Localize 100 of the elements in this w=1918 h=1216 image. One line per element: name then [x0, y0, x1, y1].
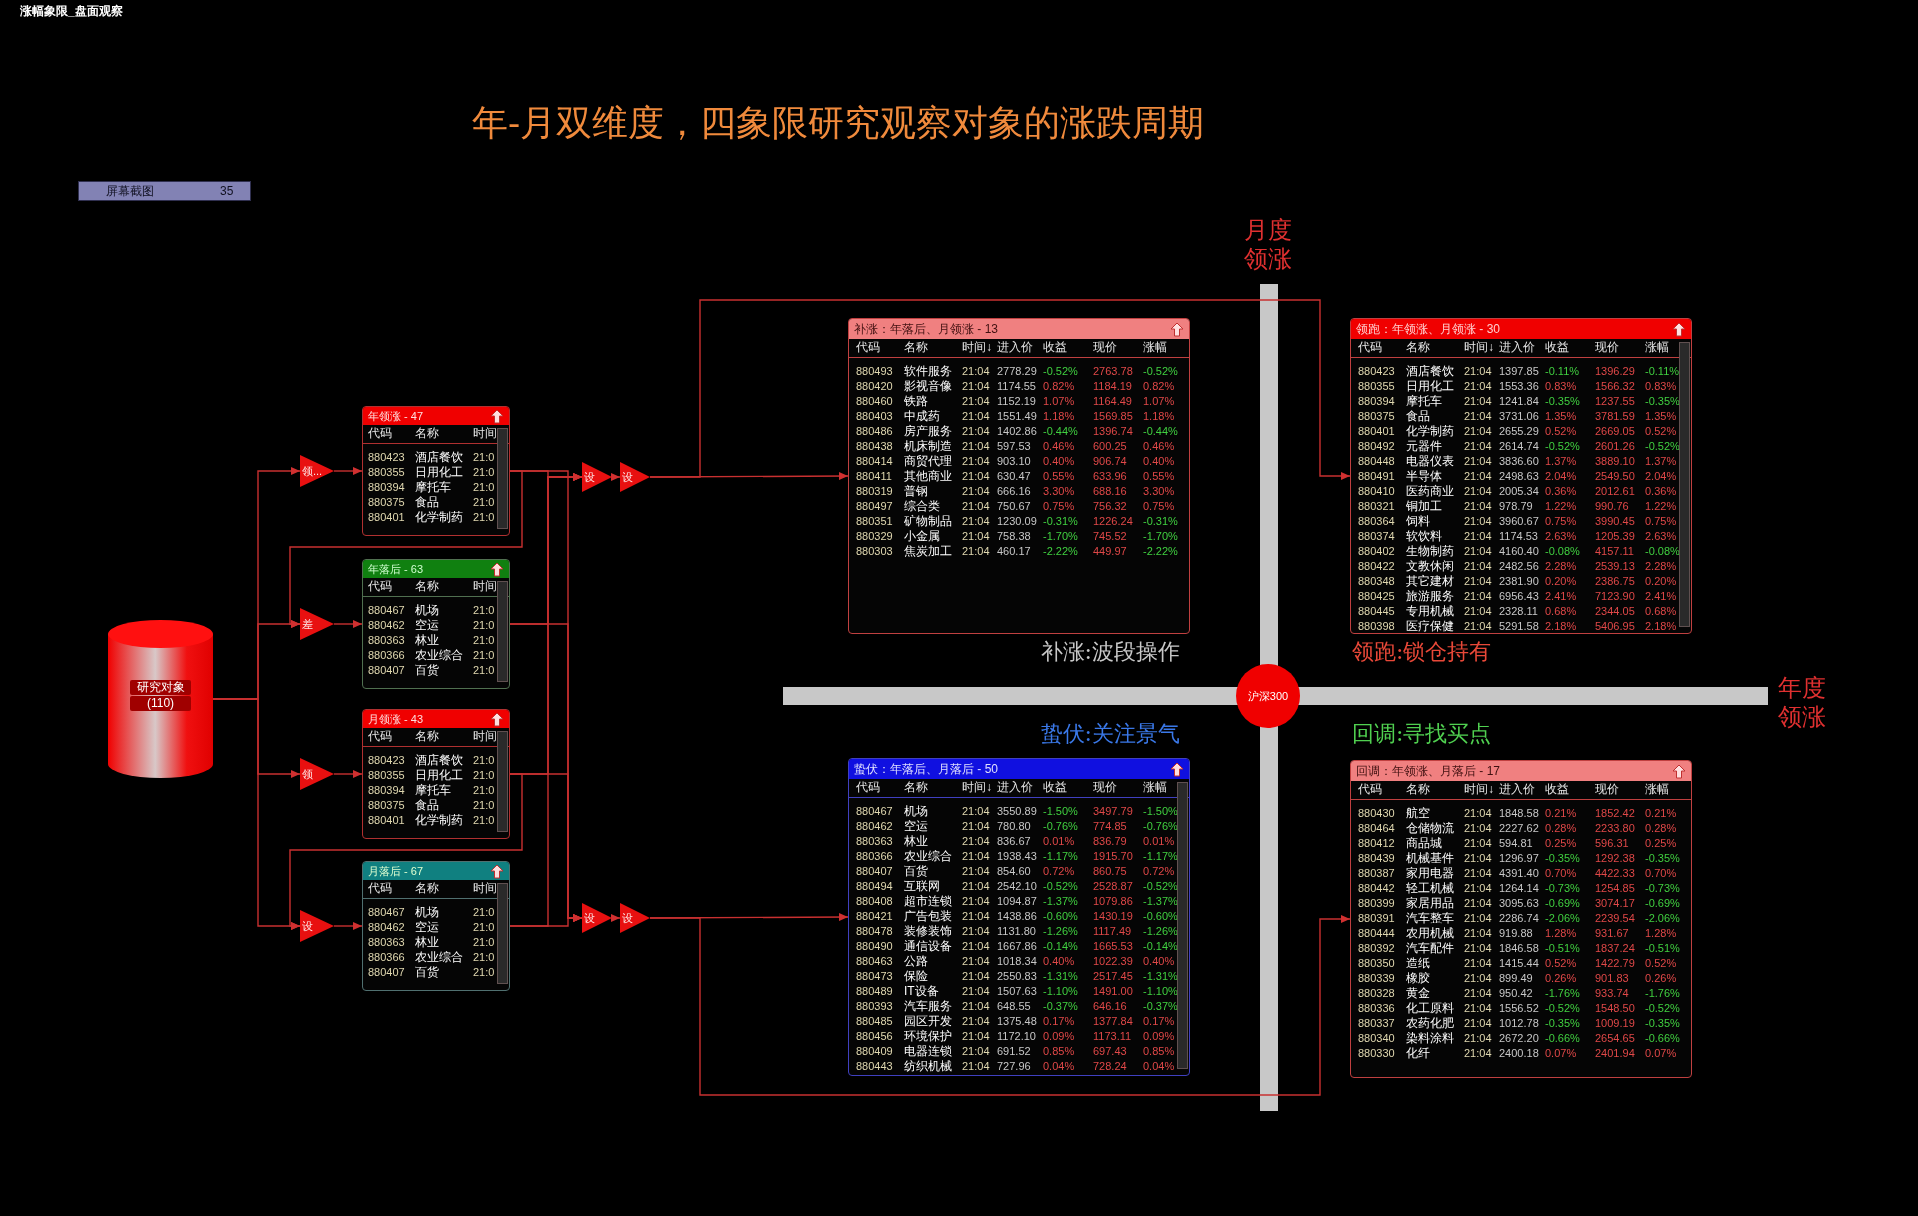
sector-code: 880485 [856, 1014, 893, 1029]
sector-name: 环境保护 [904, 1029, 952, 1044]
return-value: -0.52% [1545, 439, 1580, 454]
sector-code: 880411 [856, 469, 892, 484]
time-value: 21:04 [1464, 454, 1492, 469]
change-value: 0.04% [1143, 1059, 1175, 1074]
current-price: 1569.85 [1093, 409, 1133, 424]
time-value: 21:0 [473, 813, 495, 828]
entry-price: 854.60 [997, 864, 1031, 879]
sector-code: 880421 [856, 909, 893, 924]
current-price: 2386.75 [1595, 574, 1635, 589]
sector-name: 农用机械 [1406, 926, 1454, 941]
sector-code: 880473 [856, 969, 893, 984]
sector-code: 880467 [368, 905, 405, 920]
column-header: 现价 [1093, 780, 1117, 795]
entry-price: 978.79 [1499, 499, 1533, 514]
change-value: -0.73% [1645, 881, 1680, 896]
change-value: -1.10% [1143, 984, 1178, 999]
time-value: 21:04 [1464, 589, 1492, 604]
sector-code: 880375 [1358, 409, 1395, 424]
sector-code: 880394 [368, 783, 405, 798]
sector-name: 公路 [904, 954, 928, 969]
column-header: 代码 [1358, 340, 1382, 355]
current-price: 4422.33 [1595, 866, 1635, 881]
sector-name: 轻工机械 [1406, 881, 1454, 896]
current-price: 990.76 [1595, 499, 1629, 514]
current-price: 2669.05 [1595, 424, 1635, 439]
time-value: 21:04 [1464, 971, 1492, 986]
column-header: 名称 [415, 426, 439, 441]
time-value: 21:04 [1464, 409, 1492, 424]
time-value: 21:04 [962, 529, 990, 544]
connector-arrow [289, 773, 523, 930]
sector-name: 园区开发 [904, 1014, 952, 1029]
sector-name: 专用机械 [1406, 604, 1454, 619]
entry-price: 1556.52 [1499, 1001, 1539, 1016]
sector-code: 880425 [1358, 589, 1395, 604]
sector-code: 880407 [368, 663, 405, 678]
change-value: -1.31% [1143, 969, 1178, 984]
current-price: 2539.13 [1595, 559, 1635, 574]
sector-code: 880491 [1358, 469, 1395, 484]
sector-name: 家居用品 [1406, 896, 1454, 911]
entry-price: 1174.55 [997, 379, 1036, 394]
current-price: 1079.86 [1093, 894, 1133, 909]
entry-price: 1172.10 [997, 1029, 1036, 1044]
change-value: 0.55% [1143, 469, 1175, 484]
entry-price: 1553.36 [1499, 379, 1539, 394]
entry-price: 1438.86 [997, 909, 1037, 924]
time-value: 21:0 [473, 920, 495, 935]
sector-name: 化工原料 [1406, 1001, 1454, 1016]
change-value: -0.11% [1645, 364, 1680, 379]
change-value: 2.41% [1645, 589, 1677, 604]
change-value: -0.31% [1143, 514, 1178, 529]
entry-price: 1174.53 [1499, 529, 1538, 544]
change-value: -0.35% [1645, 851, 1680, 866]
entry-price: 1846.58 [1499, 941, 1539, 956]
column-header: 现价 [1093, 340, 1117, 355]
return-value: -0.14% [1043, 939, 1078, 954]
data-table [362, 861, 510, 991]
time-value: 21:04 [962, 1014, 990, 1029]
change-value: 0.72% [1143, 864, 1175, 879]
time-value: 21:0 [473, 950, 495, 965]
column-header: 涨幅 [1143, 780, 1167, 795]
return-value: 1.28% [1545, 926, 1577, 941]
time-value: 21:04 [1464, 866, 1492, 881]
time-value: 21:04 [962, 409, 990, 424]
sector-name: 超市连锁 [904, 894, 952, 909]
return-value: -0.31% [1043, 514, 1078, 529]
change-value: 2.28% [1645, 559, 1677, 574]
return-value: 0.20% [1545, 574, 1577, 589]
time-value: 21:04 [1464, 1031, 1492, 1046]
entry-price: 1507.63 [997, 984, 1037, 999]
return-value: 0.09% [1043, 1029, 1075, 1044]
return-value: -0.60% [1043, 909, 1078, 924]
return-value: 0.07% [1545, 1046, 1577, 1061]
change-value: 0.09% [1143, 1029, 1175, 1044]
entry-price: 2655.29 [1499, 424, 1539, 439]
time-value: 21:04 [1464, 956, 1492, 971]
sector-code: 880463 [856, 954, 893, 969]
current-price: 3497.79 [1093, 804, 1133, 819]
sector-code: 880366 [368, 950, 405, 965]
sector-code: 880489 [856, 984, 893, 999]
time-value: 21:04 [962, 879, 990, 894]
return-value: 1.07% [1043, 394, 1075, 409]
change-value: 0.21% [1645, 806, 1677, 821]
entry-price: 1667.86 [997, 939, 1037, 954]
current-price: 1396.74 [1093, 424, 1133, 439]
sector-name: 医药商业 [1406, 484, 1454, 499]
entry-price: 1230.09 [997, 514, 1037, 529]
entry-price: 4391.40 [1499, 866, 1539, 881]
column-header: 时间↓ [962, 340, 992, 355]
column-header: 涨幅 [1645, 340, 1669, 355]
sector-name: 航空 [1406, 806, 1430, 821]
return-value: 0.25% [1545, 836, 1577, 851]
time-value: 21:0 [473, 603, 495, 618]
time-value: 21:04 [962, 849, 990, 864]
sector-name: 影视音像 [904, 379, 952, 394]
entry-price: 2286.74 [1499, 911, 1539, 926]
sector-name: 酒店餐饮 [1406, 364, 1454, 379]
time-value: 21:04 [1464, 379, 1492, 394]
column-header: 收益 [1545, 340, 1569, 355]
